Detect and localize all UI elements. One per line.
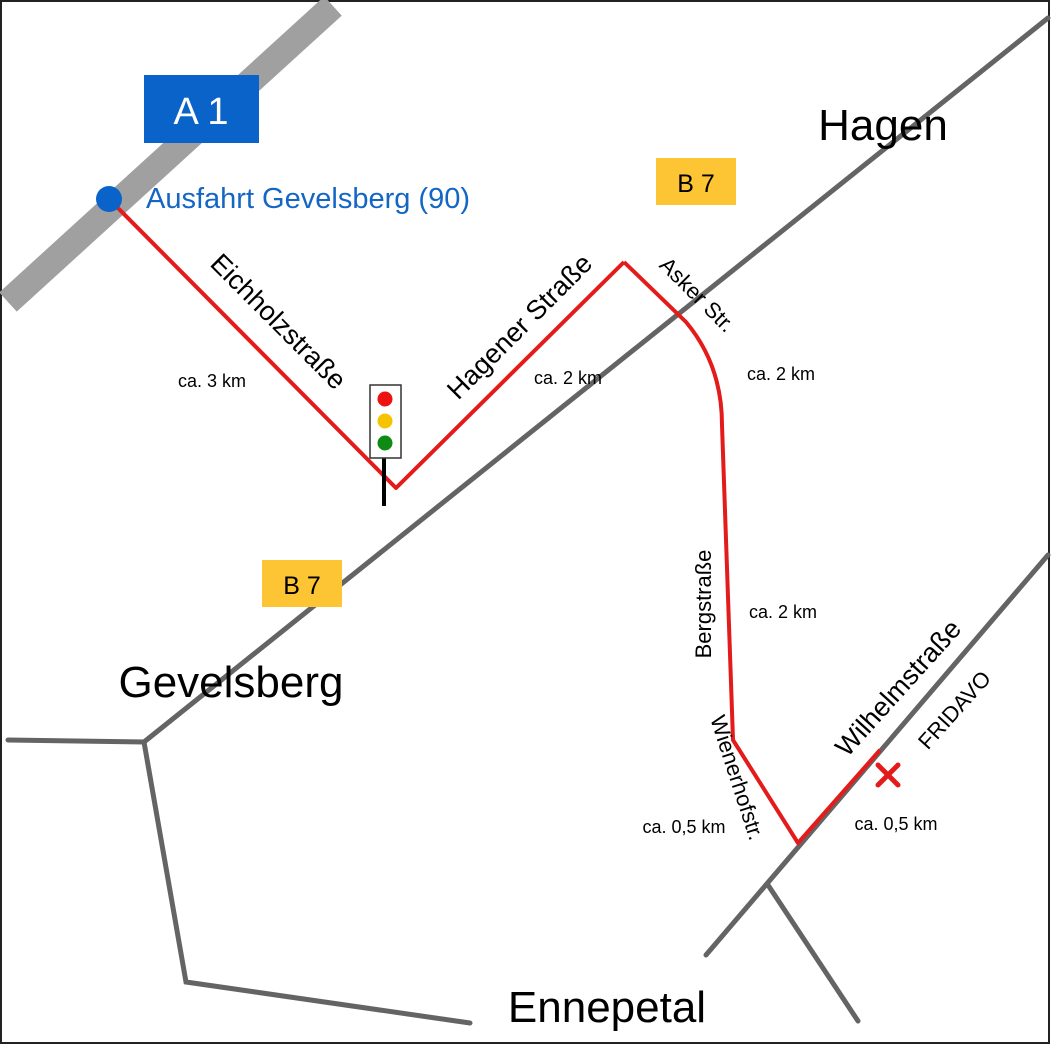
distance-label-eichholz: ca. 3 km [178, 371, 246, 391]
motorway-a1-road [0, 0, 342, 312]
a1-badge-label: A 1 [174, 91, 229, 133]
road-south [765, 882, 861, 1024]
exit-point-icon [96, 186, 122, 212]
city-label-hagen: Hagen [818, 101, 948, 150]
city-label-gevelsberg: Gevelsberg [118, 658, 343, 707]
street-label-bergstrasse: Bergstraße [691, 550, 716, 659]
city-label-ennepetal: Ennepetal [508, 983, 706, 1032]
distance-label-wilhelm: ca. 0,5 km [854, 814, 937, 834]
distance-label-wienerhof: ca. 0,5 km [642, 817, 725, 837]
b7-badge-north: B 7 [656, 158, 736, 205]
road-southwest [5, 737, 473, 1026]
road-b7 [141, 15, 1051, 745]
route-eichholz-hagener [107, 197, 626, 490]
route-asker-berg-wilhelm [622, 260, 882, 845]
cross-marker-icon [875, 762, 901, 788]
svg-text:B 7: B 7 [283, 572, 321, 600]
svg-text:B 7: B 7 [677, 170, 715, 198]
exit-label: Ausfahrt Gevelsberg (90) [146, 183, 470, 215]
distance-label-asker: ca. 2 km [747, 364, 815, 384]
a1-badge: A 1 [144, 75, 259, 143]
distance-label-berg: ca. 2 km [749, 602, 817, 622]
b7-badge-south: B 7 [262, 560, 342, 607]
distance-label-hagener: ca. 2 km [534, 368, 602, 388]
traffic-light-icon [369, 384, 402, 506]
